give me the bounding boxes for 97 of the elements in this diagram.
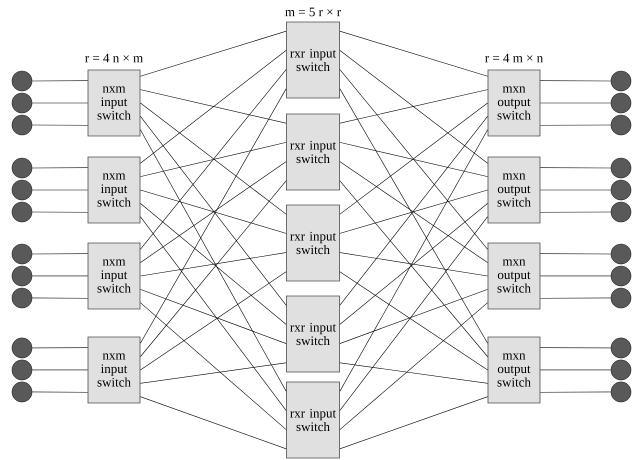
port-circle (12, 114, 32, 136)
switch-box: nxm input switch (88, 336, 140, 404)
connector-line (140, 190, 286, 234)
connector-line (340, 289, 488, 344)
port-circle (12, 360, 32, 380)
connector-line (140, 302, 286, 430)
port-circle (610, 92, 632, 114)
connector-line (140, 129, 286, 392)
port-circle (610, 360, 632, 380)
switch-box: nxm input switch (88, 70, 140, 136)
port-circle (610, 382, 632, 402)
connector-line (340, 302, 488, 430)
connector-line (140, 142, 286, 177)
connector-line (32, 102, 88, 104)
port-circle (12, 70, 32, 92)
port-circle (12, 180, 32, 200)
switch-box: mxn output switch (488, 336, 540, 404)
connector-line (32, 167, 88, 168)
port-circle (610, 266, 632, 286)
connector-line (340, 50, 488, 164)
switch-box: nxm input switch (88, 156, 140, 224)
connector-line (32, 80, 88, 82)
switch-box: mxn output switch (488, 156, 540, 224)
port-circle (610, 158, 632, 178)
connector-line (140, 180, 286, 357)
connector-line (340, 161, 488, 263)
port-circle (12, 382, 32, 402)
switch-box: rxr input switch (286, 114, 340, 190)
port-circle (610, 288, 632, 308)
connector-line (340, 216, 488, 411)
connector-line (140, 161, 286, 263)
connector-line (140, 216, 286, 411)
connector-line (340, 102, 488, 214)
connector-line (340, 142, 488, 177)
connector-line (140, 252, 286, 276)
connector-line (140, 289, 286, 344)
port-circle (12, 244, 32, 264)
connector-line (540, 298, 611, 299)
switch-box: rxr input switch (286, 204, 340, 282)
connector-line (140, 102, 286, 214)
port-circle (12, 288, 32, 308)
connector-line (340, 252, 488, 276)
connector-line (340, 362, 488, 384)
connector-line (140, 362, 286, 384)
connector-line (340, 89, 488, 124)
switch-box: nxm input switch (88, 242, 140, 310)
connector-line (140, 203, 286, 325)
dimension-label: r = 4 m × n (485, 54, 543, 62)
connector-line (340, 116, 488, 306)
connector-line (32, 212, 88, 213)
connector-line (140, 50, 286, 164)
port-circle (610, 338, 632, 358)
connector-line (32, 392, 88, 393)
connector-line (340, 190, 488, 234)
port-circle (610, 244, 632, 264)
switch-box: rxr input switch (286, 22, 340, 98)
switch-box: mxn output switch (488, 242, 540, 310)
connector-line (540, 253, 611, 254)
connector-line (140, 116, 286, 306)
connector-line (140, 396, 286, 450)
port-circle (610, 180, 632, 200)
connector-line (140, 272, 286, 370)
connector-line (540, 392, 611, 393)
connector-line (340, 88, 488, 344)
connector-line (32, 124, 88, 126)
connector-line (540, 167, 611, 168)
connector-line (540, 80, 611, 82)
connector-line (340, 396, 488, 450)
port-circle (610, 202, 632, 222)
connector-line (340, 69, 488, 250)
port-circle (12, 338, 32, 358)
connector-line (340, 180, 488, 357)
connector-line (32, 298, 88, 299)
connector-line (32, 347, 88, 348)
connector-line (340, 129, 488, 392)
port-circle (610, 114, 632, 136)
switch-box: rxr input switch (286, 296, 340, 372)
connector-line (140, 69, 286, 250)
connector-line (340, 272, 488, 370)
port-circle (12, 266, 32, 286)
connector-line (540, 124, 611, 126)
port-circle (12, 92, 32, 114)
connector-line (540, 102, 611, 104)
connector-line (340, 203, 488, 325)
connector-line (140, 30, 286, 77)
connector-line (140, 88, 286, 344)
port-circle (12, 158, 32, 178)
connector-line (340, 30, 488, 77)
connector-line (540, 347, 611, 348)
switch-box: mxn output switch (488, 70, 540, 136)
switch-box: rxr input switch (286, 382, 340, 458)
connector-line (540, 212, 611, 213)
connector-line (140, 89, 286, 124)
port-circle (12, 202, 32, 222)
port-circle (610, 70, 632, 92)
connector-line (32, 253, 88, 254)
dimension-label: r = 4 n × m (85, 54, 143, 62)
